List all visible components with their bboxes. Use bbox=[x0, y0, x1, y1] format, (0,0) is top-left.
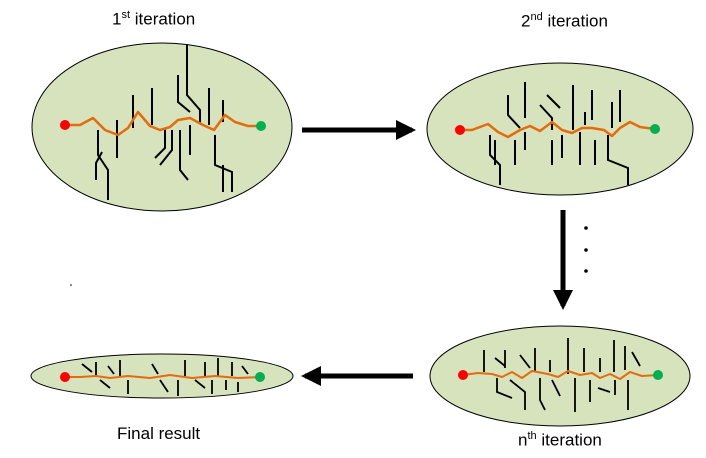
tree-branches bbox=[95, 45, 233, 200]
label-text: iteration bbox=[536, 430, 602, 450]
goal-node bbox=[256, 121, 266, 131]
path-line bbox=[65, 374, 261, 379]
label-text: iteration bbox=[130, 9, 196, 29]
start-node bbox=[60, 120, 70, 130]
continuation-dots bbox=[584, 226, 588, 273]
label-ordinal: st bbox=[121, 9, 131, 21]
label-iteration-1: 1st iteration bbox=[112, 9, 195, 30]
goal-node bbox=[650, 124, 660, 134]
label-number: 2 bbox=[521, 11, 531, 31]
start-node bbox=[60, 372, 70, 382]
label-text: Final result bbox=[117, 424, 201, 443]
label-ordinal: th bbox=[527, 430, 537, 442]
panel-final-result bbox=[30, 353, 294, 399]
start-node bbox=[455, 125, 465, 135]
start-node bbox=[458, 370, 468, 380]
panel-iteration-n bbox=[429, 325, 691, 427]
label-text: iteration bbox=[542, 11, 608, 31]
panel-iteration-1 bbox=[31, 42, 293, 212]
label-number: n bbox=[518, 430, 528, 450]
stray-dot bbox=[70, 284, 72, 286]
label-iteration-n: nth iteration bbox=[518, 430, 602, 451]
tree-branches bbox=[483, 338, 641, 412]
path-line bbox=[460, 120, 656, 139]
tree-branches bbox=[489, 82, 629, 185]
path-line bbox=[462, 370, 659, 380]
tree-branches bbox=[81, 358, 249, 396]
label-final-result: Final result bbox=[117, 424, 200, 444]
path-line bbox=[65, 110, 261, 137]
label-ordinal: nd bbox=[530, 11, 543, 23]
label-number: 1 bbox=[112, 9, 122, 29]
goal-node bbox=[255, 372, 265, 382]
panel-iteration-2 bbox=[426, 62, 694, 196]
label-iteration-2: 2nd iteration bbox=[521, 11, 608, 32]
goal-node bbox=[653, 370, 663, 380]
